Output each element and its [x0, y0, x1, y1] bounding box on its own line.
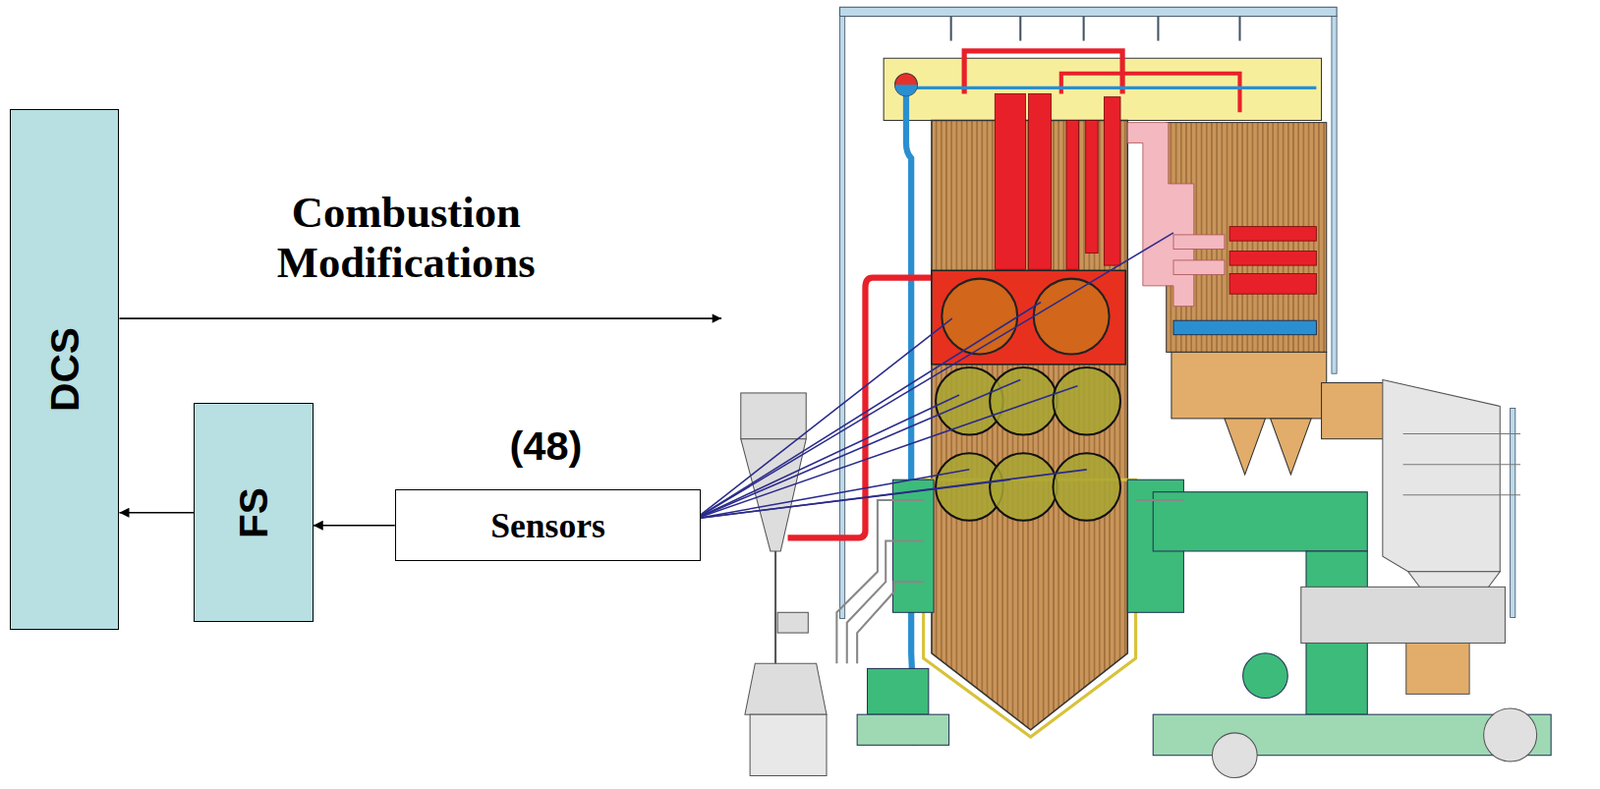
node-text: Sensors: [490, 505, 606, 547]
fs-box: FS: [193, 402, 313, 623]
signal-arrow: [313, 524, 396, 527]
dcs-box: DCS: [9, 109, 119, 630]
signal-arrow: [118, 512, 194, 515]
sensors-box: Sensors: [395, 489, 701, 562]
callout-number: (48): [474, 422, 618, 470]
control-label: Combustion Modifications: [237, 187, 575, 289]
node-text: DCS: [41, 327, 88, 412]
node-text: FS: [230, 487, 278, 539]
